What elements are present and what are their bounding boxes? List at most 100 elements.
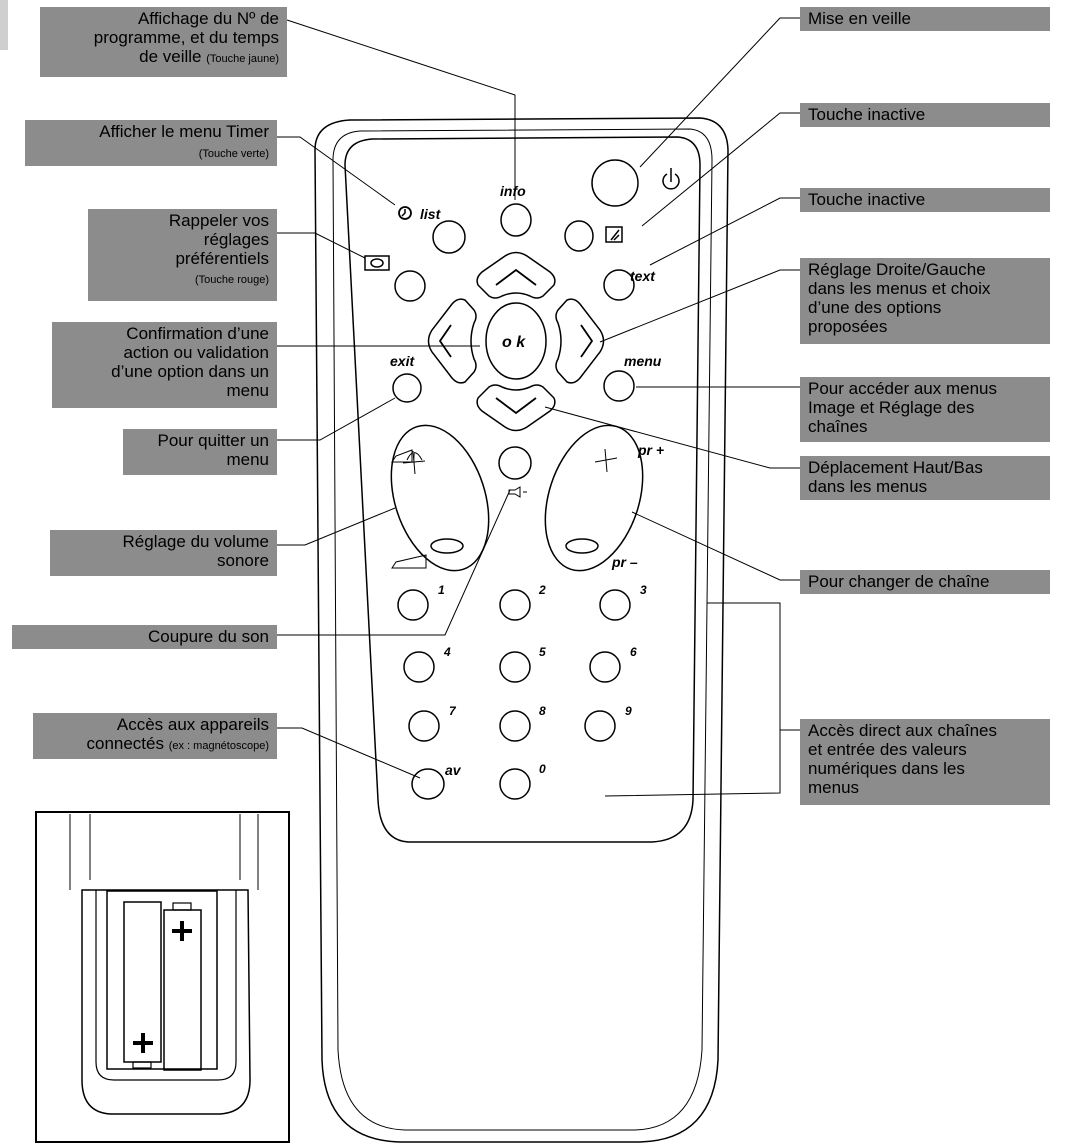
- callout-line: numériques dans les: [808, 759, 965, 778]
- digit-5-button: [499, 651, 531, 683]
- leader-program-info: [286, 19, 516, 200]
- digit-9-label: 9: [625, 704, 632, 718]
- digit-4-label: 4: [443, 645, 451, 659]
- digit-5-label: 5: [539, 645, 546, 659]
- callout-menus-access: Pour accéder aux menus Image et Réglage …: [800, 377, 1050, 442]
- digit-7-label: 7: [449, 704, 457, 718]
- callout-inactive2: Touche inactive: [800, 188, 1050, 212]
- preference-icon: [364, 255, 390, 271]
- callout-line: action ou validation: [123, 343, 269, 362]
- callout-inactive1: Touche inactive: [800, 103, 1050, 127]
- digit-1-label: 1: [438, 583, 445, 597]
- battery-compartment: [81, 889, 251, 1115]
- leader-channel-change: [631, 511, 800, 581]
- nav-up-button: [476, 251, 556, 299]
- callout-line: Accès aux appareils: [116, 715, 269, 734]
- callout-line: menus: [808, 778, 860, 797]
- callout-program-info: Affichage du Nº de programme, et du temp…: [40, 7, 287, 77]
- leader-direct-access: [604, 602, 800, 797]
- callout-note: (ex : magnétoscope): [168, 740, 269, 752]
- callout-line: programme, et du temps: [93, 28, 279, 47]
- pr-plus-label: pr +: [637, 442, 664, 458]
- volume-rocker: [390, 424, 490, 572]
- digit-1-button: [397, 589, 429, 621]
- callout-line: de veille (Touche jaune): [48, 47, 279, 69]
- teletext-button: [564, 220, 594, 252]
- callout-line: Coupure du son: [148, 627, 269, 646]
- digit-6-label: 6: [630, 645, 637, 659]
- exit-label: exit: [390, 353, 415, 369]
- leader-timer-menu: [277, 136, 396, 206]
- leader-inactive2: [649, 197, 800, 266]
- callout-line: Mise en veille: [808, 9, 911, 28]
- leader-left-right: [599, 269, 800, 343]
- standby-icon: [662, 168, 680, 190]
- callout-left-right: Réglage Droite/Gauche dans les menus et …: [800, 258, 1050, 344]
- callout-line: chaînes: [808, 417, 868, 436]
- text-button: [603, 269, 635, 301]
- callout-line: menu: [226, 381, 269, 400]
- mute-button: [498, 446, 532, 480]
- callout-line: menu: [226, 450, 269, 469]
- callout-av-access: Accès aux appareils connectés (ex : magn…: [33, 713, 277, 759]
- callout-line: d’une option dans un: [111, 362, 269, 381]
- digit-9-button: [584, 710, 616, 742]
- preference-button: [394, 270, 426, 302]
- leader-av-access: [277, 727, 421, 779]
- av-button: [411, 768, 445, 800]
- exit-button: [392, 373, 422, 403]
- callout-mute: Coupure du son: [12, 625, 277, 649]
- menu-label: menu: [624, 353, 662, 369]
- battery-inset-frame: [35, 811, 290, 1143]
- digit-0-label: 0: [539, 762, 546, 776]
- remote-inner-edge: [332, 128, 713, 1131]
- list-button: [432, 220, 466, 254]
- callout-line: Réglage du volume: [122, 532, 269, 551]
- info-button: [500, 203, 532, 237]
- page-tab: [0, 0, 8, 50]
- callout-line: Déplacement Haut/Bas: [808, 458, 983, 477]
- callout-timer-menu: Afficher le menu Timer (Touche verte): [25, 120, 277, 166]
- nav-right-button: [555, 298, 605, 384]
- callout-line: dans les menus: [808, 477, 928, 496]
- callout-confirm: Confirmation d’une action ou validation …: [52, 322, 277, 408]
- callout-line: d’une des options: [808, 298, 942, 317]
- digit-6-button: [589, 651, 621, 683]
- digit-4-button: [403, 651, 435, 683]
- digit-3-label: 3: [640, 583, 647, 597]
- callout-note: (Touche rouge): [195, 274, 269, 286]
- mute-icon: [508, 486, 527, 498]
- nav-down-button: [476, 384, 556, 432]
- volume-minus-icon: [430, 538, 464, 554]
- ok-button: [485, 302, 547, 380]
- av-label: av: [445, 762, 462, 778]
- leader-mute: [277, 489, 511, 636]
- text-label: text: [630, 268, 656, 284]
- digit-7-button: [408, 710, 440, 742]
- callout-line: connectés (ex : magnétoscope): [41, 734, 269, 756]
- digit-2-label: 2: [538, 583, 546, 597]
- digit-3-button: [599, 589, 631, 621]
- programme-minus-icon: [565, 538, 599, 554]
- callout-volume: Réglage du volume sonore: [50, 530, 277, 576]
- callout-quit: Pour quitter un menu: [123, 429, 277, 475]
- leader-up-down: [544, 406, 800, 469]
- callout-text: connectés: [86, 734, 164, 753]
- callout-line: sonore: [217, 551, 269, 570]
- menu-button: [603, 370, 635, 402]
- digit-8-label: 8: [539, 704, 546, 718]
- callout-line: proposées: [808, 317, 888, 336]
- callout-line: Touche inactive: [808, 105, 926, 124]
- callout-note: (Touche verte): [198, 148, 269, 160]
- callout-line: Accès direct aux chaînes: [808, 721, 997, 740]
- callout-text: de veille: [139, 47, 202, 66]
- callout-line: Touche inactive: [808, 190, 926, 209]
- ok-label: o k: [502, 334, 526, 351]
- leader-inactive1: [641, 112, 800, 227]
- callout-line: Image et Réglage des: [808, 398, 975, 417]
- info-label: info: [500, 183, 526, 199]
- callout-line: Pour accéder aux menus: [808, 379, 997, 398]
- callout-channel-change: Pour changer de chaîne: [800, 570, 1050, 594]
